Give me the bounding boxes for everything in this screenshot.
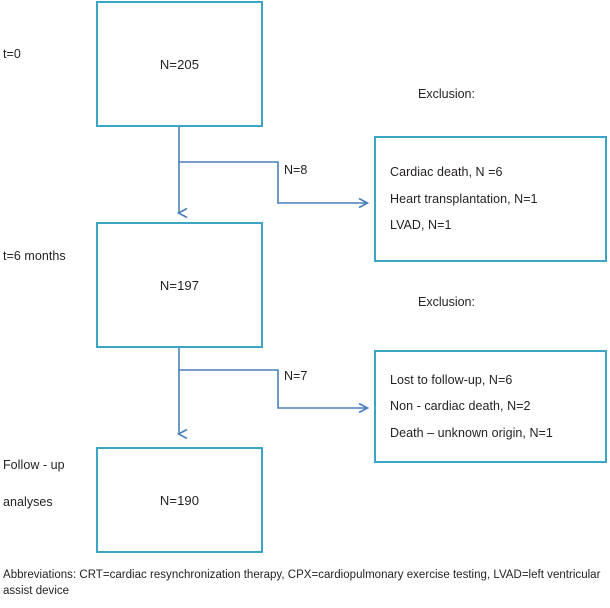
exclusion-1-line-1: Cardiac death, N =6	[390, 165, 503, 180]
exclusion-2-line-3: Death – unknown origin, N=1	[390, 425, 553, 440]
exclusion-heading-2: Exclusion:	[418, 295, 475, 309]
node-box-baseline[interactable]: N=205	[96, 1, 263, 127]
exclusion-box-2[interactable]: Lost to follow-up, N=6 Non - cardiac dea…	[374, 350, 607, 463]
exclusion-box-1[interactable]: Cardiac death, N =6 Heart transplantatio…	[374, 136, 607, 262]
node-box-final[interactable]: N=190	[96, 447, 263, 553]
stage-label-followup: Follow - up	[3, 458, 65, 472]
connector-branch-1	[179, 161, 370, 209]
exclusion-heading-1: Exclusion:	[418, 87, 475, 101]
exclusion-1-line-2: Heart transplantation, N=1	[390, 191, 538, 206]
branch-label-n8: N=8	[284, 163, 308, 177]
node-box-six-months[interactable]: N=197	[96, 222, 263, 348]
stage-label-analyses: analyses	[3, 495, 53, 509]
stage-label-t6-months: t=6 months	[3, 249, 66, 263]
exclusion-2-line-1: Lost to follow-up, N=6	[390, 372, 513, 387]
node-label-final: N=190	[159, 492, 200, 508]
stage-label-t0: t=0	[3, 47, 21, 61]
abbreviations-footnote: Abbreviations: CRT=cardiac resynchroniza…	[3, 569, 601, 597]
exclusion-1-line-3: LVAD, N=1	[390, 218, 452, 233]
exclusion-2-line-2: Non - cardiac death, N=2	[390, 399, 531, 414]
node-label-baseline: N=205	[159, 56, 200, 72]
node-label-six-months: N=197	[159, 277, 200, 293]
branch-label-n7: N=7	[284, 369, 308, 383]
connector-branch-2	[179, 369, 370, 414]
